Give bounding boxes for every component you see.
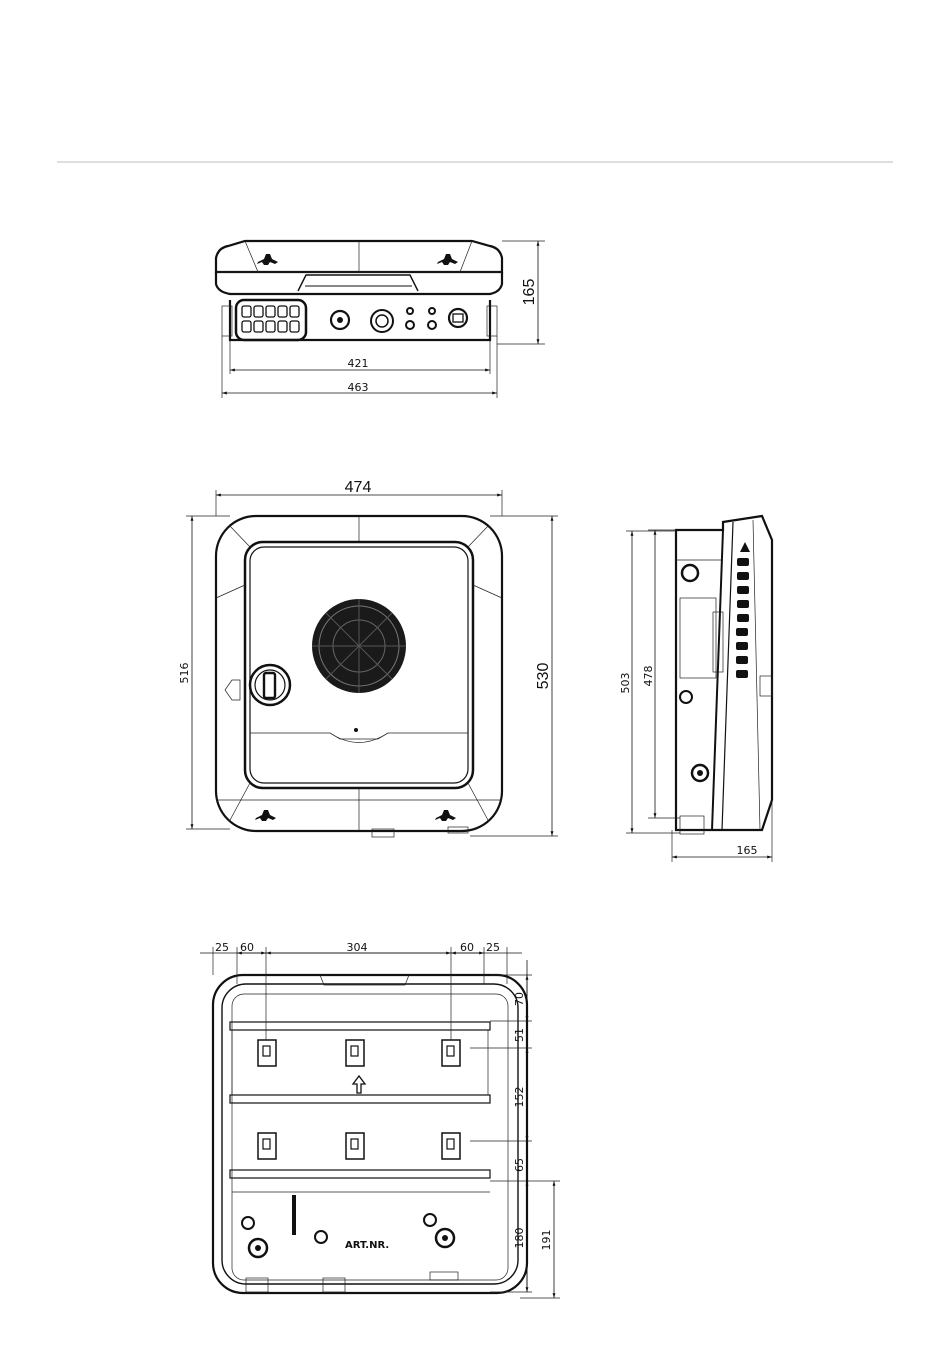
dim-vertical-0: 70 [513, 992, 526, 1006]
dim-vertical-3: 65 [513, 1158, 526, 1172]
back-view: ART.NR. 25 60 304 60 25 70 51 1 [200, 941, 560, 1298]
cable-gland-icon [249, 1239, 267, 1257]
cable-gland-icon [424, 1214, 436, 1226]
dim-horizontal-2: 304 [347, 941, 368, 954]
dim-depth-165: 165 [737, 844, 758, 857]
port-icon [449, 309, 467, 327]
round-connector-icon [371, 310, 393, 332]
hook-icon [255, 810, 276, 821]
mounting-slot-icon [258, 1133, 276, 1159]
dim-height-165: 165 [521, 279, 538, 306]
cable-gland-icon [315, 1231, 327, 1243]
dim-horizontal-3: 60 [460, 941, 474, 954]
dim-horizontal-0: 25 [215, 941, 229, 954]
arrow-up-icon [353, 1076, 365, 1093]
terminal-block-icon [236, 300, 306, 340]
cable-gland-icon [692, 765, 708, 781]
dim-width-421: 421 [348, 357, 369, 370]
mounting-slot-icon [346, 1133, 364, 1159]
dim-height-478: 478 [642, 666, 655, 687]
mounting-slot-icon [442, 1040, 460, 1066]
side-view: 503 478 165 [619, 516, 772, 862]
dim-vertical-2: 152 [513, 1087, 526, 1108]
cable-gland-icon [680, 691, 692, 703]
cable-gland-icon [436, 1229, 454, 1247]
dim-vertical-total: 191 [540, 1230, 553, 1251]
article-number-label: ART.NR. [345, 1240, 389, 1251]
dim-vertical-4: 180 [513, 1228, 526, 1249]
mounting-slot-icon [442, 1133, 460, 1159]
hook-icon [437, 254, 458, 265]
dim-height-516: 516 [178, 663, 191, 684]
dim-width-463: 463 [348, 381, 369, 394]
hook-icon [435, 810, 456, 821]
mounting-slot-icon [258, 1040, 276, 1066]
dim-width-474: 474 [345, 479, 372, 496]
socket-icon [406, 308, 436, 329]
fan-grille-icon [312, 599, 406, 693]
mounting-slot-icon [346, 1040, 364, 1066]
hook-icon [257, 254, 278, 265]
dim-horizontal-1: 60 [240, 941, 254, 954]
cable-gland-icon [682, 565, 698, 581]
top-view: 165 421 463 [216, 241, 545, 398]
dim-horizontal-4: 25 [486, 941, 500, 954]
front-view: 474 516 530 [178, 479, 558, 837]
vent-slots-icon [736, 542, 750, 678]
dim-vertical-1: 51 [513, 1028, 526, 1042]
dim-height-530: 530 [535, 663, 552, 690]
main-switch-icon [250, 665, 290, 705]
cable-gland-icon [331, 311, 349, 329]
cable-gland-icon [242, 1217, 254, 1229]
dim-height-503: 503 [619, 673, 632, 694]
